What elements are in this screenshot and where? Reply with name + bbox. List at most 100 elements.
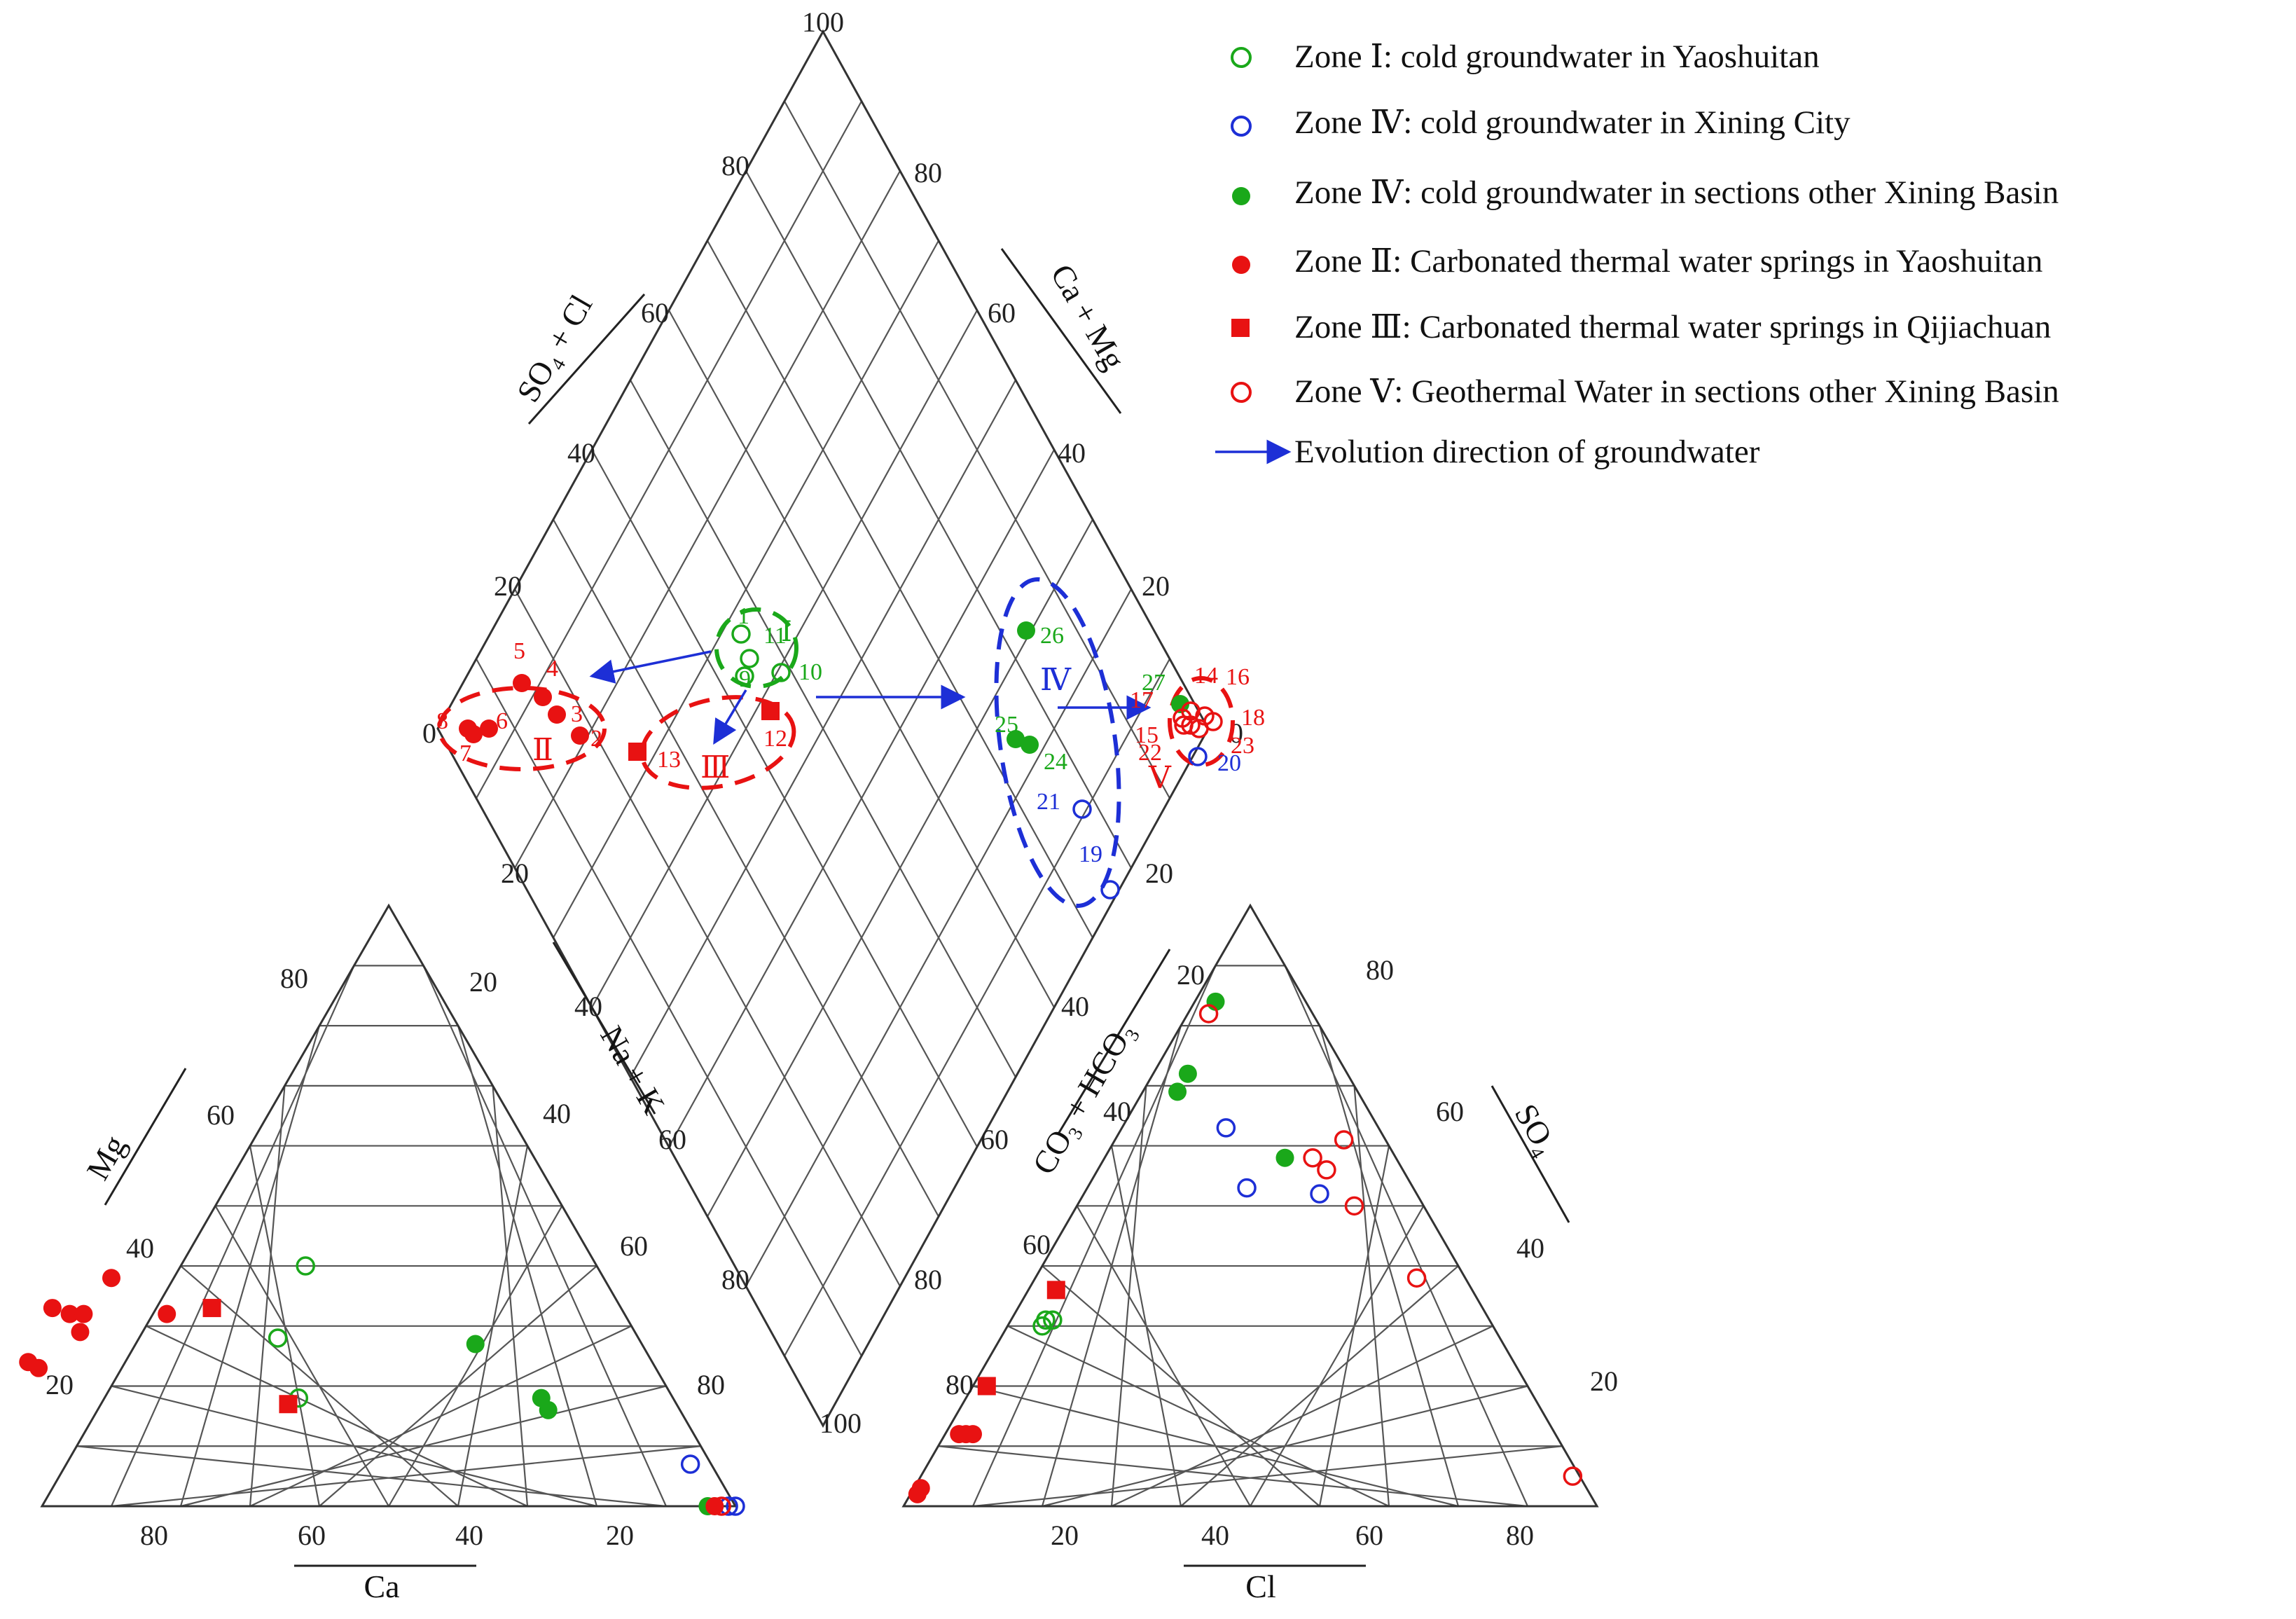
anion-point <box>1237 1178 1257 1198</box>
axis-label-ca-mg: Ca + Mg <box>1044 259 1132 376</box>
diamond-gridline <box>745 170 1132 869</box>
diamond-gridline <box>707 240 1093 939</box>
cation-triangle-gridline <box>111 1385 597 1508</box>
anion-point <box>964 1425 982 1444</box>
tick-label: 20 <box>1590 1365 1618 1397</box>
cation-triangle-gridline <box>146 1325 528 1507</box>
diamond-point <box>480 719 498 738</box>
anion-triangle-gridline <box>1318 1145 1390 1507</box>
anion-triangle-gridline <box>972 1385 1459 1508</box>
tick-label: 80 <box>721 1264 749 1295</box>
anion-point <box>977 1377 996 1396</box>
diamond-point <box>1021 736 1039 754</box>
cation-triangle-gridline <box>457 1025 598 1507</box>
diamond-point <box>1188 747 1208 766</box>
cation-triangle-gridline <box>422 965 668 1507</box>
diamond-point-label: 1 <box>738 603 749 629</box>
diamond-point <box>740 649 759 668</box>
anion-triangle-gridline <box>1284 965 1529 1507</box>
diamond-point-label: 13 <box>657 747 681 773</box>
diamond-point-label: 14 <box>1194 663 1218 689</box>
cation-point <box>29 1358 48 1377</box>
diamond-point <box>1189 719 1209 738</box>
cation-point <box>466 1335 485 1353</box>
diamond-point-label: 12 <box>763 726 787 752</box>
cation-point <box>705 1497 724 1515</box>
axis-label-na-k: Na + K <box>593 1020 672 1120</box>
diamond-point-label: 15 <box>1135 722 1159 748</box>
diamond-point <box>1017 621 1035 640</box>
tick-label: 60 <box>298 1520 326 1551</box>
legend-zone4a: Zone Ⅳ: cold groundwater in Xining City <box>1294 104 1851 141</box>
mg-axis-arrow <box>104 1068 187 1206</box>
diamond-point <box>548 705 566 724</box>
cation-point <box>43 1299 62 1318</box>
tick-label: 20 <box>501 857 529 889</box>
diamond-point <box>1181 715 1201 735</box>
zone-v-enclosure <box>1168 676 1235 767</box>
diamond-point-label: 8 <box>436 708 448 734</box>
cation-triangle-gridline <box>492 1085 529 1507</box>
tick-label: 40 <box>1103 1096 1131 1127</box>
legend-arrow: Evolution direction of groundwater <box>1294 434 1760 470</box>
anion-point <box>1344 1196 1364 1216</box>
cation-point <box>60 1304 79 1323</box>
tick-label: 80 <box>1506 1520 1534 1551</box>
cation-point <box>268 1328 288 1348</box>
tick-label: 0 <box>422 717 436 749</box>
cation-point <box>71 1323 90 1342</box>
diamond-point <box>761 702 780 720</box>
legend-zone5: Zone Ⅴ: Geothermal Water in sections oth… <box>1294 373 2059 410</box>
diamond-point-label: 23 <box>1231 733 1254 759</box>
diamond-gridline <box>668 449 1055 1148</box>
tick-label: 40 <box>455 1520 483 1551</box>
axis-label-so4: SO₄ <box>1508 1098 1565 1161</box>
evolution-arrow-to-zone-iii <box>713 689 747 745</box>
tick-label: 40 <box>1516 1232 1544 1264</box>
diamond-point <box>735 666 754 686</box>
anion-triangle-gridline <box>1042 1265 1320 1507</box>
tick-label: 40 <box>126 1232 154 1264</box>
anion-point <box>1046 1281 1065 1300</box>
so4-cl-axis-arrow <box>527 294 646 425</box>
legend-zone4b: Zone Ⅳ: cold groundwater in sections oth… <box>1294 174 2059 211</box>
legend-marker-zone4b <box>1232 187 1250 205</box>
tick-label: 60 <box>1355 1520 1383 1551</box>
zone-iv-enclosure <box>994 577 1121 908</box>
axis-label-ca: Ca <box>364 1569 399 1604</box>
cation-triangle-outline <box>40 903 738 1508</box>
anion-point <box>1036 1310 1056 1330</box>
cation-point <box>296 1256 315 1276</box>
diamond-point-label: 9 <box>739 666 751 692</box>
cation-point <box>726 1496 745 1516</box>
zone-label-i: Ⅰ <box>781 616 792 647</box>
tick-label: 20 <box>494 570 522 602</box>
tick-label: 60 <box>1023 1229 1051 1260</box>
diamond-point-label: 19 <box>1079 841 1102 867</box>
tick-label: 40 <box>1061 991 1089 1022</box>
zone-ii-enclosure <box>437 686 607 771</box>
tick-label: 100 <box>819 1407 862 1439</box>
tick-label: 100 <box>802 6 844 38</box>
diamond-outline <box>436 29 1210 1428</box>
legend-marker-zone2 <box>1232 256 1250 274</box>
co3-hco3-axis-arrow <box>1056 949 1171 1136</box>
zone-label-iv: Ⅳ <box>1040 663 1072 697</box>
tick-label: 20 <box>46 1369 74 1400</box>
legend-zone3: Zone Ⅲ: Carbonated thermal water springs… <box>1294 309 2051 345</box>
axis-label-mg: Mg <box>80 1129 133 1186</box>
tick-label: 80 <box>280 963 308 994</box>
cation-triangle-gridline <box>388 1205 563 1507</box>
diamond-point-label: 6 <box>496 708 508 734</box>
cation-point <box>158 1304 177 1323</box>
anion-triangle-gridline <box>1318 1025 1460 1507</box>
evolution-arrow-to-zone-ii <box>589 650 712 684</box>
cation-point <box>202 1299 221 1318</box>
tick-label: 80 <box>946 1369 974 1400</box>
tick-label: 20 <box>1142 570 1170 602</box>
tick-label: 80 <box>140 1520 168 1551</box>
cation-triangle-gridline <box>457 1145 529 1507</box>
zone-label-v: Ⅴ <box>1148 761 1172 795</box>
cation-point <box>74 1304 93 1323</box>
cation-point <box>102 1269 120 1288</box>
